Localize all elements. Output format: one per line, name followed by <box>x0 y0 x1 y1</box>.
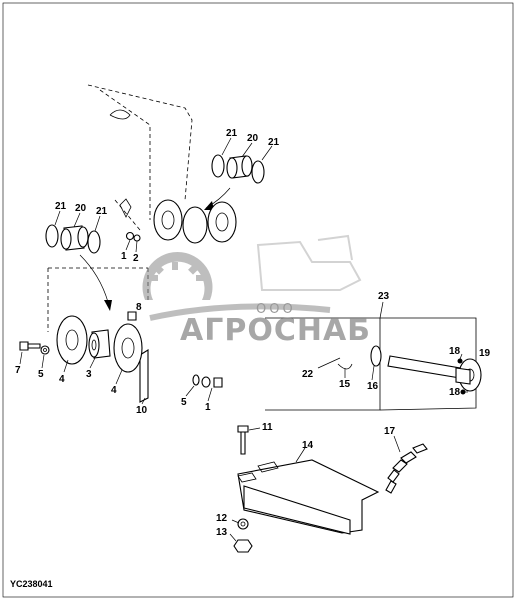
nut-and-washer <box>229 518 253 553</box>
callout: 7 <box>15 365 21 376</box>
snap-ring <box>211 154 225 178</box>
callout: 12 <box>216 513 228 524</box>
shaft-assembly-box <box>265 301 482 411</box>
callout: 4 <box>59 374 65 385</box>
shaft <box>387 355 461 379</box>
housing-outline <box>87 84 193 231</box>
callout: 4 <box>111 385 117 396</box>
callout: 22 <box>302 369 314 380</box>
callout: 5 <box>181 397 187 408</box>
callout: 2 <box>133 253 139 264</box>
harvester-icon <box>256 240 362 291</box>
callout: 11 <box>262 422 273 433</box>
left-hardware <box>19 341 123 385</box>
callout: 21 <box>55 201 67 212</box>
callout: 17 <box>384 426 396 437</box>
callout: 13 <box>216 527 228 538</box>
callout: 18 <box>449 387 461 398</box>
roller-chain-17 <box>385 435 428 494</box>
callout: 18 <box>449 346 461 357</box>
upper-flange-set <box>119 198 237 244</box>
figure-code: YC238041 <box>10 579 53 589</box>
upper-bearing-set <box>204 137 273 210</box>
callout: 15 <box>339 379 351 390</box>
bolt-11 <box>237 425 261 455</box>
snap-ring-16 <box>370 345 382 367</box>
lower-flange-set <box>56 311 143 373</box>
callout: 8 <box>136 302 142 313</box>
gear-icon <box>142 252 213 300</box>
callout: 1 <box>205 402 211 413</box>
bolt-and-washer <box>125 231 141 253</box>
callout: 10 <box>136 405 148 416</box>
flange-4-left <box>56 315 88 365</box>
watermark-logo <box>142 234 362 321</box>
chain-shield-14 <box>237 447 380 535</box>
callout: 3 <box>86 369 92 380</box>
callout: 14 <box>302 440 314 451</box>
callout: 5 <box>38 369 44 380</box>
right-hardware <box>141 374 223 405</box>
callout: 20 <box>247 133 259 144</box>
callout: 19 <box>479 348 491 359</box>
callout: 16 <box>367 381 379 392</box>
callout: 20 <box>75 203 87 214</box>
callout: 21 <box>96 206 108 217</box>
callout: 21 <box>268 137 280 148</box>
callout: 21 <box>226 128 238 139</box>
watermark-brand-name: АГРОСНАБ <box>180 313 371 348</box>
callout: 23 <box>378 291 390 302</box>
bolt-8 <box>127 311 137 321</box>
left-bearing-set <box>45 210 112 311</box>
snap-ring <box>251 160 265 184</box>
flange-4-right <box>113 323 143 373</box>
watermark-brand-small: ООО <box>256 302 296 317</box>
callout: 1 <box>121 251 127 262</box>
callout-labels: 21 20 21 21 20 21 1 2 8 7 5 4 3 4 10 5 1… <box>15 128 491 538</box>
